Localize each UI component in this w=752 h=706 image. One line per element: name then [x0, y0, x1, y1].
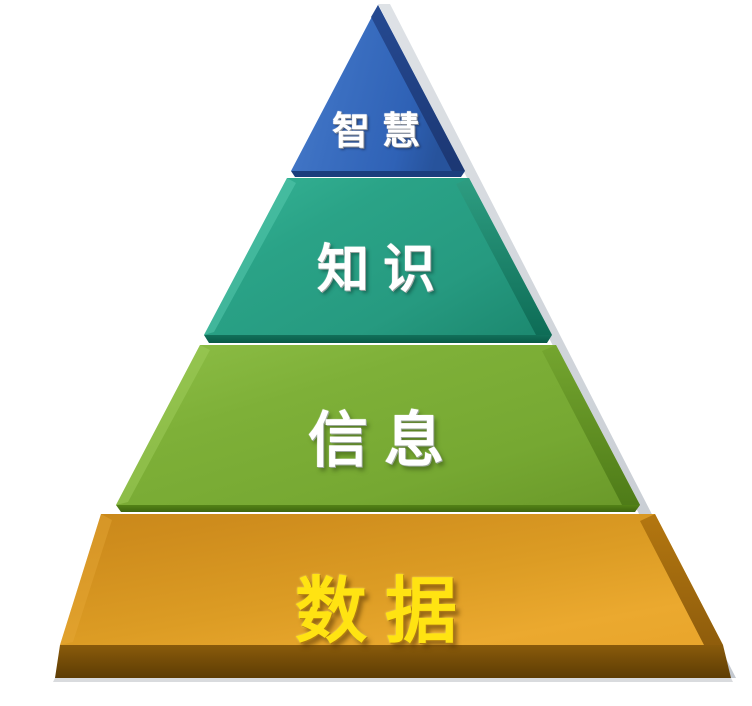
tier-knowledge: [204, 178, 552, 343]
tier-knowledge-right-bevel: [456, 178, 552, 335]
tier-data: [53, 514, 733, 682]
tier-knowledge-face: [204, 178, 552, 335]
tier-data-face: [60, 514, 723, 645]
tier-data-right-bevel: [640, 514, 723, 645]
tier-information-face: [116, 345, 640, 505]
pyramid-right-edge-sheen: [378, 4, 736, 678]
tier-wisdom-right-bevel: [371, 5, 465, 171]
tier-knowledge-bottom-bevel: [204, 335, 552, 343]
tier-information-bottom-bevel: [116, 505, 640, 512]
tier-knowledge-left-highlight: [204, 178, 296, 335]
tier-data-left-highlight: [60, 514, 112, 645]
tier-wisdom-face: [291, 5, 465, 171]
tier-information-right-bevel: [542, 345, 640, 505]
tier-information: [116, 345, 640, 512]
tier-data-base-shadow: [53, 678, 733, 682]
tier-wisdom: [291, 5, 465, 177]
tier-wisdom-bottom-bevel: [291, 171, 465, 177]
tier-data-bottom-bevel: [55, 645, 731, 678]
tier-information-left-highlight: [116, 345, 210, 505]
